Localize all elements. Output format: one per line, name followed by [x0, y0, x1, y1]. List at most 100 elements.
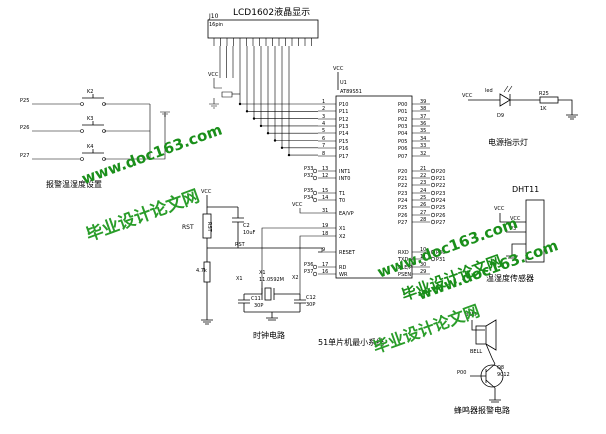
reset-vcc: VCC: [201, 189, 212, 195]
led-r-val: 1K: [540, 106, 547, 112]
junction-dot: [252, 117, 256, 120]
mcu-net-port: [312, 271, 318, 277]
junction-dot: [287, 153, 291, 157]
lcd-bus-line: [267, 46, 318, 134]
mcu-left-pin-num: 13: [322, 166, 328, 172]
clock-caption: 时钟电路: [253, 330, 285, 340]
mcu-left-pin-num: 5: [322, 128, 325, 134]
mcu-left-pin-num: 15: [322, 188, 328, 194]
buzzer-body: [475, 325, 487, 345]
key-actuator: [82, 94, 104, 99]
mcu-left-pin-name: X2: [339, 234, 346, 240]
mcu-right-pin-name: P02: [398, 117, 407, 123]
mcu-left-pin-name: T0: [338, 198, 345, 204]
sensor-pin-data: P3: [510, 226, 516, 232]
sensor-vcc: VCC: [494, 206, 505, 212]
lcd-ref: J10: [208, 13, 219, 20]
sensor-pin-vcc: VCC: [510, 216, 521, 222]
buzzer-label: BEEP: [465, 312, 478, 318]
rst-wire: [318, 248, 323, 253]
mcu-left-pin-num: 18: [322, 231, 328, 237]
mcu-left-pin-name: P15: [339, 139, 348, 145]
mcu-right-net-label: P30: [436, 250, 445, 256]
mcu-net-port: [430, 190, 436, 196]
mcu-right-pin-num: 36: [420, 121, 426, 127]
junction-dot: [280, 146, 284, 149]
watermark-3: 毕业设计论文网 www.doc163.com: [370, 236, 560, 357]
mcu-left-pin-name: INT0: [339, 176, 350, 182]
junction-dot: [245, 110, 249, 113]
mcu-net-port: [430, 204, 436, 210]
lcd-data-bus: [219, 46, 318, 157]
key-contact: [80, 129, 84, 133]
x1-wire: [261, 227, 318, 282]
mcu-right-pin-num: 37: [420, 114, 426, 120]
reset-net: RST: [235, 242, 246, 248]
led-caption: 电源指示灯: [488, 137, 528, 147]
key-ref: K4: [87, 144, 93, 150]
mcu-left-net-label: P33: [304, 166, 313, 172]
mcu-right-pin-name: P04: [398, 131, 407, 137]
mcu-right-net-label: P26: [436, 213, 445, 219]
junction-dot: [266, 132, 270, 135]
mcu-left-pin-num: 8: [322, 151, 325, 157]
buzzer-caption: 蜂鸣器报警电路: [454, 405, 510, 415]
mcu-right-pin-name: P00: [398, 102, 407, 108]
mcu-net-port: [430, 175, 436, 181]
mcu-right-pin-num: 26: [420, 202, 426, 208]
mcu-net-port: [312, 264, 318, 270]
buzzer-net: P00: [457, 370, 466, 376]
mcu-right-pin-num: 25: [420, 195, 426, 201]
mcu-left-pin-num: 31: [322, 208, 328, 214]
key-contact: [80, 157, 84, 161]
crystal-val: 11.0592M: [259, 277, 284, 283]
mcu-net-port: [430, 212, 436, 218]
lcd-contrast-circuit: VCC: [208, 72, 240, 109]
reset-cap-val: 10uF: [243, 230, 256, 236]
mcu-left-pin-num: 2: [322, 106, 325, 112]
lcd-pin-stubs: [213, 38, 312, 46]
mcu-left-pin-name: INT1: [339, 169, 350, 175]
mcu-right-pin-name: TXD: [397, 257, 408, 263]
watermark-1: 毕业设计论文网 www.doc163.com: [79, 120, 224, 245]
reset-switch-label: RST: [182, 224, 194, 231]
mcu-body: [335, 95, 413, 279]
ea-wire: [299, 208, 318, 214]
mcu-right-pin-name: RXD: [398, 250, 409, 256]
mcu-net-port: [312, 168, 318, 174]
mcu-right-pin-name: P25: [398, 205, 407, 211]
mcu-left-net-label: P35: [304, 188, 313, 194]
keys-ground: [149, 104, 170, 160]
mcu-left-pin-name: P16: [339, 146, 348, 152]
mcu-right-pin-num: 23: [420, 180, 426, 186]
mcu-caption: 51单片机最小系统: [318, 337, 384, 347]
mcu-left-pin-name: P11: [339, 109, 348, 115]
mcu-left-pin-num: 17: [322, 262, 328, 268]
mcu-left-pin-num: 12: [322, 173, 328, 179]
mcu-right-pin-name: P27: [398, 220, 407, 226]
mcu-left-pin-name: P14: [339, 131, 348, 137]
key-net-label: P25: [20, 98, 29, 104]
mcu-part: AT89S51: [340, 89, 362, 95]
mcu-right-net-label: P23: [436, 191, 445, 197]
mcu-right-pin-num: 33: [420, 143, 426, 149]
key-net-label: P26: [20, 125, 29, 131]
mcu-net-port: [430, 249, 436, 255]
mcu-right-pin-name: P06: [398, 146, 407, 152]
transistor-val: 9012: [497, 372, 510, 378]
watermark-1-cn: 毕业设计论文网: [83, 185, 202, 245]
mcu-right-pin-num: 32: [420, 151, 426, 157]
mcu-right-pin-num: 11: [420, 254, 426, 260]
lcd-pins-label: 16pin: [209, 22, 223, 28]
junction-dot: [238, 102, 242, 106]
mcu-right-net-label: P21: [436, 176, 445, 182]
mcu-left-pin-name: P17: [339, 154, 348, 160]
mcu-net-port: [430, 182, 436, 188]
dht11-sensor: DHT11 VCC VCC P3 温湿度传感器: [486, 185, 545, 283]
mcu-left-pin-name: P10: [339, 102, 348, 108]
mcu-right-pin-name: P03: [398, 124, 407, 130]
